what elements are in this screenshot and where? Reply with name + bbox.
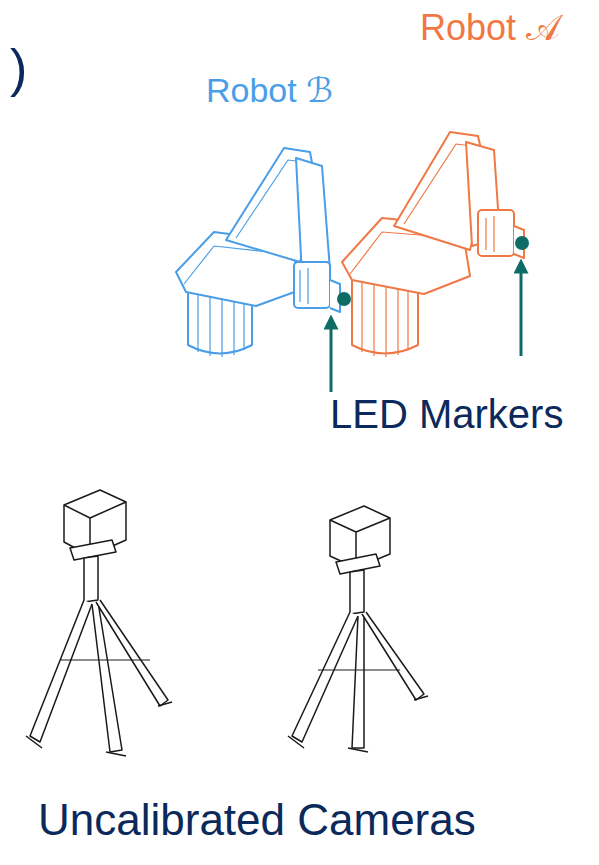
leader-arrow bbox=[520, 266, 523, 356]
camera-tripod bbox=[288, 506, 428, 752]
label-text: LED Markers bbox=[330, 392, 563, 436]
camera-tripod bbox=[26, 490, 172, 756]
label-text: Robot 𝒜 bbox=[420, 8, 560, 48]
label-text: ) bbox=[10, 40, 27, 97]
leader-arrow bbox=[330, 322, 333, 392]
led-marker bbox=[337, 292, 351, 306]
label-text: Robot ℬ bbox=[206, 72, 333, 109]
robot-arm bbox=[176, 148, 340, 357]
led-marker bbox=[515, 236, 529, 250]
label-text: Uncalibrated Cameras bbox=[38, 796, 476, 844]
robot-arm bbox=[342, 132, 524, 357]
